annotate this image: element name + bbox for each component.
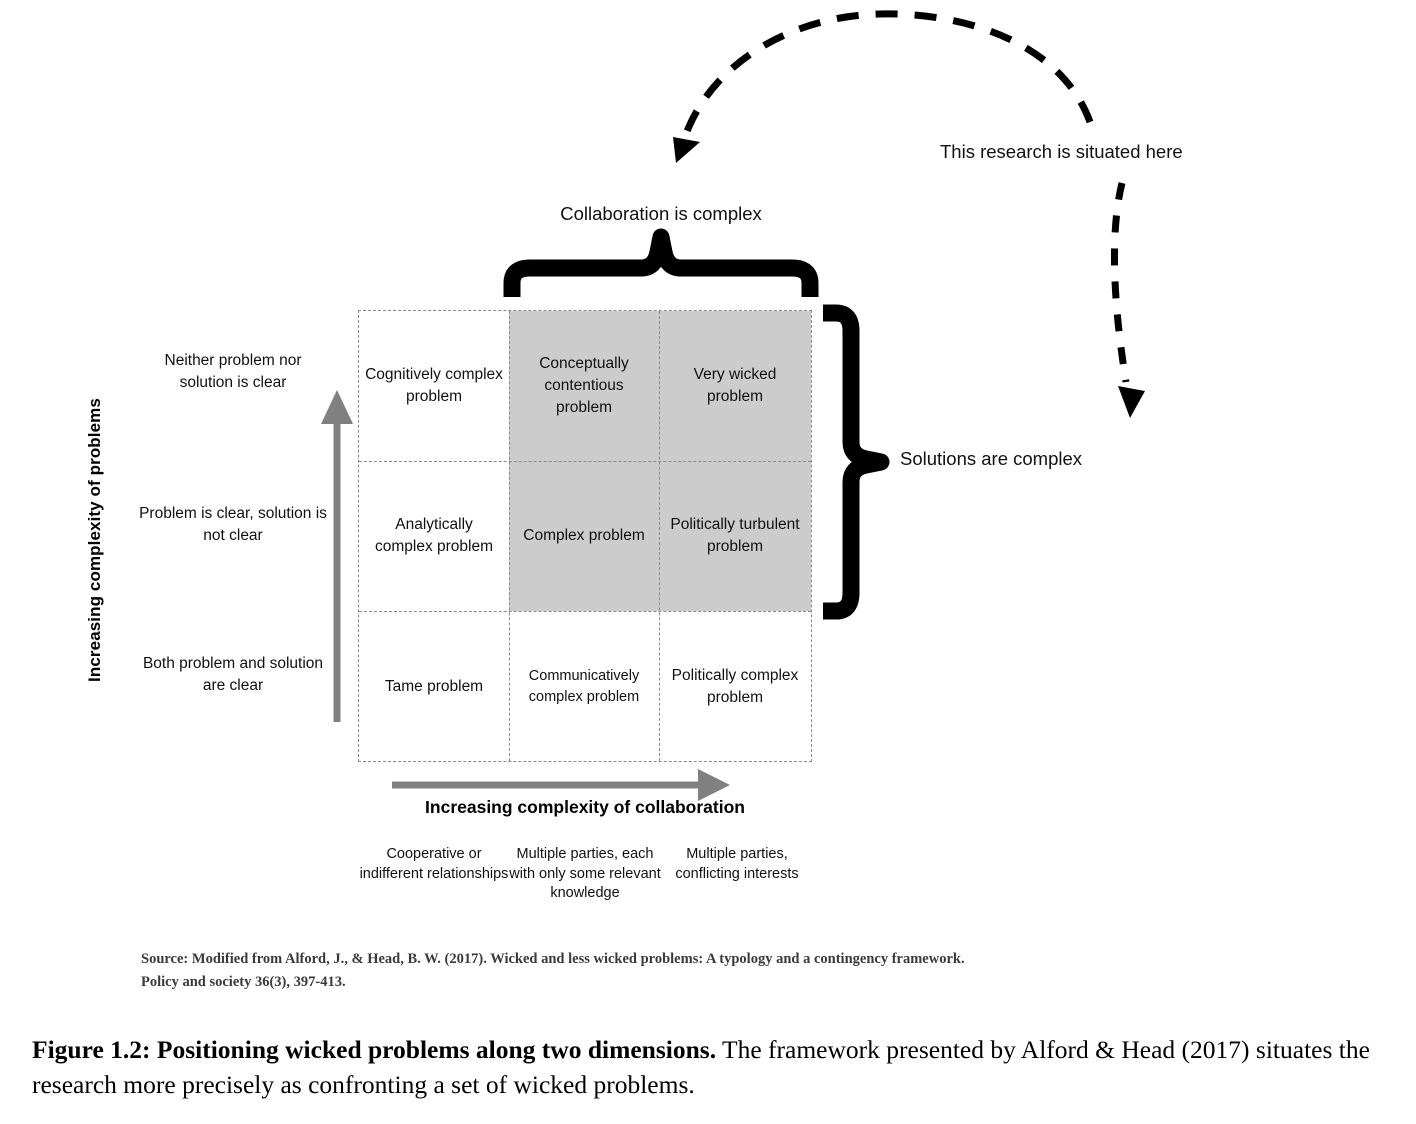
matrix-cell-label: Conceptually contentious problem [539,355,629,416]
research-pointer-down-arrow-icon [1110,182,1145,418]
figure-caption-title: Figure 1.2: Positioning wicked problems … [32,1035,717,1064]
right-curly-brace-icon [823,304,890,620]
top-curly-brace-icon [503,228,819,297]
matrix-cell-label: Politically turbulent problem [670,516,800,555]
column-label-cooperative: Cooperative or indifferent relationships [359,846,509,882]
matrix-cell-r2-c1[interactable]: Communicatively complex problem [509,611,659,763]
top-brace-label: Collaboration is complex [560,203,762,224]
matrix-column-divider-2 [659,311,660,761]
matrix-cell-label: Politically complex problem [671,667,799,706]
matrix-cell-r1-c1[interactable]: Complex problem [509,461,659,611]
matrix-column-divider-1 [509,311,510,761]
column-label-multiple-conflicting: Multiple parties, conflicting interests [675,846,799,882]
matrix-cell-r1-c2[interactable]: Politically turbulent problem [659,461,811,611]
column-label-multiple-knowledge: Multiple parties, each with only some re… [509,846,661,902]
matrix-cell-label: Analytically complex problem [374,516,494,555]
matrix-cell-label: Tame problem [384,678,484,695]
problem-typology-matrix: Cognitively complex problem Conceptually… [358,310,812,762]
x-axis-title: Increasing complexity of collaboration [425,797,745,817]
source-note: Source: Modified from Alford, J., & Head… [141,951,965,991]
matrix-cell-r0-c1[interactable]: Conceptually contentious problem [509,311,659,461]
row-label-neither-clear: Neither problem nor solution is clear [164,352,302,391]
row-label-problem-clear: Problem is clear, solution is not clear [139,505,327,544]
matrix-row-divider-1 [359,461,811,462]
matrix-cell-label: Very wicked problem [693,366,777,405]
matrix-cell-r2-c2[interactable]: Politically complex problem [659,611,811,763]
figure-caption-body: The framework presented by Alford & Head… [32,1035,1370,1100]
figure-caption: Figure 1.2: Positioning wicked problems … [32,1032,1388,1102]
matrix-cell-label: Cognitively complex problem [365,366,503,405]
y-axis-title: Increasing complexity of problems [85,398,104,682]
matrix-cell-r1-c0[interactable]: Analytically complex problem [359,461,509,611]
matrix-cell-r2-c0[interactable]: Tame problem [359,611,509,763]
matrix-cell-label: Communicatively complex problem [528,668,640,705]
research-pointer-label: This research is situated here [940,141,1183,162]
matrix-cell-r0-c0[interactable]: Cognitively complex problem [359,311,509,461]
matrix-cell-label: Complex problem [523,527,645,544]
row-label-both-clear: Both problem and solution are clear [142,655,324,694]
matrix-row-divider-2 [359,611,811,612]
matrix-cell-r0-c2[interactable]: Very wicked problem [659,311,811,461]
right-brace-label: Solutions are complex [900,448,1083,469]
